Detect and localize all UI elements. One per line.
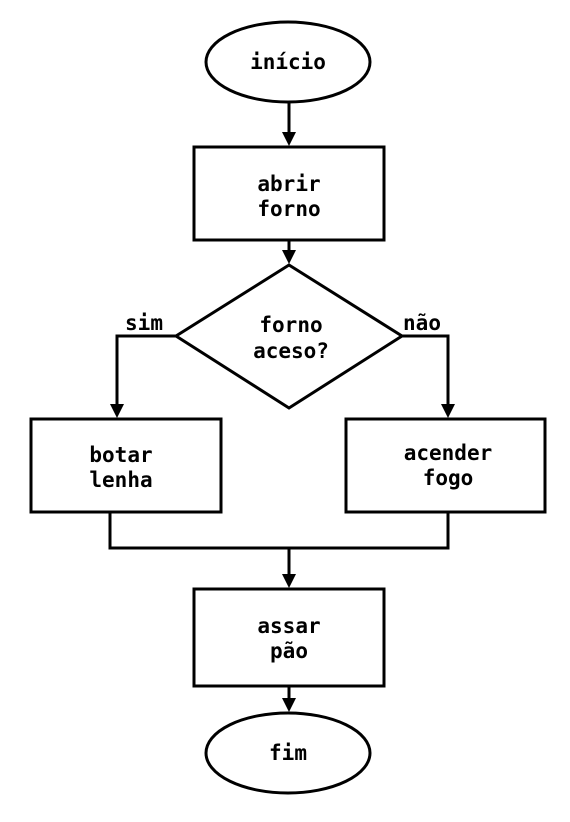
open-oven-box (192, 145, 386, 242)
arrowhead-open-oven (282, 132, 296, 146)
node-bake-bread: assar pão (192, 587, 386, 688)
connectors (108, 102, 455, 712)
connector-decision-to-light-fire (402, 334, 450, 406)
node-open-oven: abrir forno (192, 145, 386, 242)
node-light-fire: acender fogo (344, 417, 547, 514)
node-light-fire-line-2: fogo (423, 466, 474, 490)
connector-merge (108, 512, 450, 550)
light-fire-box (344, 417, 547, 514)
end-ellipse (204, 711, 372, 795)
connector-decision-to-add-wood (115, 334, 176, 406)
arrowhead-add-wood (110, 404, 124, 418)
node-add-wood-line-1: botar (89, 443, 152, 467)
arrowhead-decision (282, 250, 296, 264)
node-oven-lit-line-1: forno (259, 313, 322, 337)
node-start-label: início (250, 50, 326, 74)
node-add-wood-line-2: lenha (89, 468, 152, 492)
arrowhead-bake-bread (282, 574, 296, 588)
node-open-oven-line-1: abrir (257, 172, 320, 196)
start-ellipse (204, 20, 372, 104)
node-bake-bread-line-2: pão (270, 639, 308, 663)
node-light-fire-line-1: acender (404, 441, 493, 465)
add-wood-box (29, 417, 223, 514)
decision-diamond (173, 263, 405, 410)
node-oven-lit-decision: forno aceso? (173, 263, 405, 410)
edge-label-no: não (403, 311, 441, 335)
arrowhead-light-fire (441, 404, 455, 418)
arrowhead-end (282, 698, 296, 712)
node-start: início (204, 20, 372, 104)
node-open-oven-line-2: forno (257, 197, 320, 221)
node-end: fim (204, 711, 372, 795)
bake-bread-box (192, 587, 386, 688)
node-oven-lit-line-2: aceso? (253, 339, 329, 363)
node-end-label: fim (269, 741, 307, 765)
node-bake-bread-line-1: assar (257, 614, 320, 638)
node-add-wood: botar lenha (29, 417, 223, 514)
edge-label-yes: sim (125, 311, 163, 335)
